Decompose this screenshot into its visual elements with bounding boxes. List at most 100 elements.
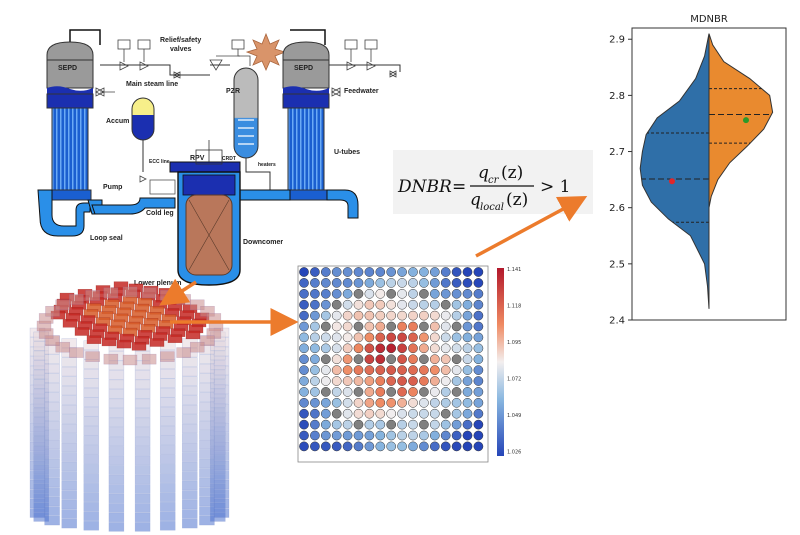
eq-num-sub: cr — [488, 175, 500, 186]
fuel-pin — [310, 387, 320, 397]
fuel-pin — [473, 310, 484, 321]
core-voxel — [44, 401, 60, 412]
core-voxel — [61, 433, 78, 443]
fuel-pin — [299, 397, 309, 408]
fuel-pin — [451, 354, 462, 365]
core-rim-voxel — [141, 353, 157, 365]
core-voxel — [134, 493, 151, 504]
core-top-voxel — [86, 335, 102, 344]
core-top-voxel — [101, 337, 117, 347]
fuel-pin — [353, 387, 364, 397]
fuel-pin — [397, 288, 407, 299]
fuel-pin — [299, 408, 309, 419]
fuel-pin — [419, 299, 429, 310]
core-3d-power-distribution — [29, 281, 230, 532]
fuel-pin — [342, 408, 353, 419]
fuel-pin — [473, 354, 484, 365]
core-voxel — [44, 430, 60, 440]
fuel-pin — [299, 332, 309, 343]
ecc-box — [149, 179, 176, 195]
y-tick-label: 2.5 — [609, 259, 625, 270]
fuel-pin — [320, 387, 331, 397]
fuel-pin — [397, 343, 407, 354]
fuel-pin — [462, 387, 473, 397]
core-voxel — [108, 493, 125, 504]
fuel-pin — [299, 354, 309, 365]
fuel-pin — [429, 376, 440, 386]
fuel-pin — [473, 419, 484, 430]
fuel-pin — [440, 376, 451, 386]
fuel-pin — [310, 408, 320, 419]
fuel-pin — [440, 278, 451, 288]
fuel-pin — [408, 365, 418, 375]
core-voxel — [44, 411, 60, 421]
core-voxel — [44, 382, 60, 393]
fuel-pin — [353, 332, 364, 343]
fuel-pin — [440, 267, 451, 277]
fuel-pin — [397, 332, 407, 343]
fuel-pin — [473, 267, 484, 277]
core-voxel — [83, 387, 100, 398]
fuel-pin — [331, 441, 342, 452]
fuel-pin — [331, 397, 342, 408]
fuel-pin — [440, 343, 451, 354]
core-voxel — [181, 442, 198, 453]
fuel-pin — [473, 365, 484, 375]
fuel-pin — [397, 278, 407, 288]
fuel-pin — [331, 408, 342, 419]
fuel-pin — [419, 408, 429, 419]
fuel-pin — [386, 278, 397, 288]
core-voxel — [134, 417, 151, 428]
core-top-voxel — [167, 334, 183, 343]
core-voxel — [83, 435, 100, 445]
core-voxel — [134, 503, 151, 513]
fuel-pin — [451, 267, 462, 277]
fuel-pin — [429, 408, 440, 419]
core-voxel — [159, 444, 176, 455]
fuel-pin — [375, 299, 386, 310]
fuel-pin — [419, 332, 429, 343]
fuel-pin — [310, 299, 320, 310]
fuel-pin — [310, 365, 320, 375]
fuel-pin — [375, 408, 386, 419]
fuel-pin — [408, 299, 418, 310]
core-rim-voxel — [55, 341, 71, 353]
fuel-pin — [331, 288, 342, 299]
core-rim-voxel — [160, 351, 175, 362]
fuel-pin — [375, 387, 386, 397]
fuel-pin — [364, 321, 375, 332]
core-voxel — [108, 474, 125, 485]
fuel-pin — [375, 354, 386, 365]
core-voxel — [44, 439, 60, 450]
fuel-pin — [364, 397, 375, 408]
fuel-pin — [342, 343, 353, 354]
fuel-pin — [419, 387, 429, 397]
fuel-pin — [419, 441, 429, 452]
fuel-pin — [473, 321, 484, 332]
fuel-pin — [397, 267, 407, 277]
fuel-pin — [440, 397, 451, 408]
fuel-pin — [320, 310, 331, 321]
core-voxel — [159, 492, 176, 502]
fuel-pin — [408, 387, 418, 397]
utubes-label: U-tubes — [334, 149, 360, 156]
fuel-pin — [342, 299, 353, 310]
fuel-pin — [429, 430, 440, 441]
core-voxel — [159, 397, 176, 407]
core-voxel — [181, 499, 198, 510]
colorbar-tick-label: 1.026 — [507, 450, 521, 456]
core-voxel — [134, 484, 151, 494]
loop-seal-label: Loop seal — [90, 235, 123, 242]
fuel-pin — [364, 299, 375, 310]
core-voxel — [108, 408, 125, 418]
fuel-pin — [386, 343, 397, 354]
steam-generator-right: SEPD — [282, 41, 341, 201]
core-voxel — [83, 520, 100, 531]
core-rim-voxel — [103, 353, 119, 365]
fuel-pin — [310, 419, 320, 430]
fuel-pin — [462, 441, 473, 452]
burst-icon — [245, 32, 287, 71]
fuel-pin — [419, 376, 429, 386]
fuel-pin — [364, 376, 375, 386]
